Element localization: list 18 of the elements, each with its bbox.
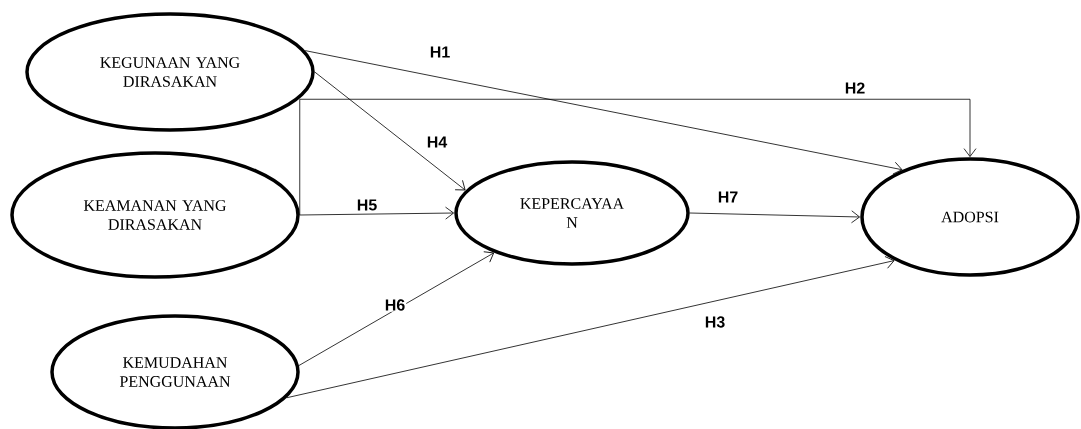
ellipse-node: KEGUNAAN YANG DIRASAKAN bbox=[25, 12, 315, 132]
arrow bbox=[304, 50, 903, 175]
edge-label: H5 bbox=[355, 198, 379, 212]
edge-label: H1 bbox=[428, 45, 452, 59]
edge-label: H3 bbox=[703, 315, 727, 329]
arrow bbox=[314, 71, 466, 191]
arrow bbox=[299, 206, 454, 220]
arrow bbox=[299, 98, 977, 216]
edge-label: H7 bbox=[716, 190, 740, 204]
edge-label: H2 bbox=[843, 81, 867, 95]
edge-label: H4 bbox=[425, 135, 449, 149]
arrow bbox=[298, 251, 495, 366]
edge-label: H6 bbox=[383, 298, 407, 312]
ellipse-node: KEPERCAYAA N bbox=[454, 160, 690, 266]
ellipse-node: ADOPSI bbox=[860, 157, 1080, 277]
ellipse-node: KEAMANAN YANG DIRASAKAN bbox=[10, 151, 300, 279]
arrow bbox=[689, 210, 860, 224]
arrow bbox=[286, 256, 895, 399]
